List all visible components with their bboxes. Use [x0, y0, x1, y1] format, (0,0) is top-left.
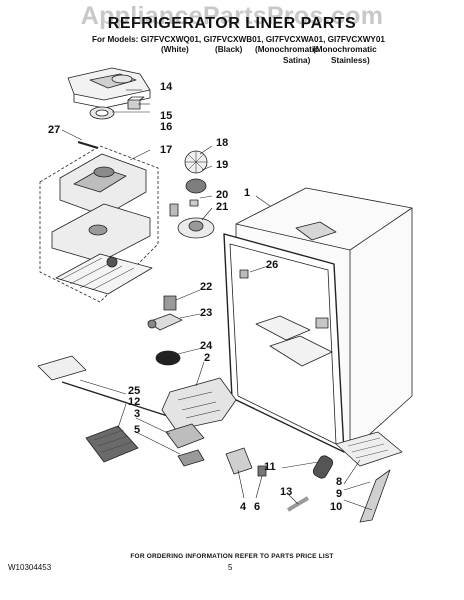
callout-3: 3	[134, 408, 141, 420]
document-number: W10304453	[8, 563, 52, 572]
variant-black: (Black)	[215, 45, 243, 54]
callout-18: 18	[216, 137, 229, 149]
callout-10: 10	[330, 501, 343, 513]
callout-16: 16	[160, 121, 173, 133]
callout-6: 6	[254, 501, 261, 513]
callout-23: 23	[200, 307, 213, 319]
callout-13: 13	[280, 486, 293, 498]
callout-19: 19	[216, 159, 229, 171]
callout-11: 11	[264, 461, 276, 473]
callout-26: 27	[48, 124, 61, 136]
part-1-liner	[223, 187, 413, 453]
part-25-shape	[37, 355, 181, 421]
callout-27: 26	[266, 259, 279, 271]
callout-20: 20	[216, 189, 229, 201]
watermark-text: AppliancePartsPros.com	[80, 2, 384, 30]
part-17-assembly	[39, 145, 159, 303]
callout-9: 9	[336, 488, 343, 500]
parts-8-13-shape	[286, 431, 403, 523]
callout-5: 5	[134, 424, 141, 436]
parts-4-6-shape	[225, 447, 267, 477]
ordering-note: FOR ORDERING INFORMATION REFER TO PARTS …	[130, 553, 334, 560]
models-line: For Models: GI7FVCXWQ01, GI7FVCXWB01, GI…	[92, 35, 385, 44]
leader-lines	[61, 89, 373, 511]
callout-8: 8	[336, 476, 343, 488]
part-26-shape	[77, 141, 99, 149]
callout-2: 2	[204, 352, 211, 364]
callout-12: 12	[128, 396, 141, 408]
callout-21: 21	[216, 201, 229, 213]
part-15-16-shape	[89, 96, 145, 120]
callout-14: 14	[160, 81, 173, 93]
page-title: REFRIGERATOR LINER PARTS	[107, 15, 357, 32]
variant-satina-line1: (Monochromatic	[255, 45, 319, 54]
variant-satina-line2: Satina)	[283, 56, 311, 65]
callout-17: 17	[160, 144, 173, 156]
part-14-shape	[67, 67, 151, 109]
parts-3-5-shape	[165, 423, 205, 467]
part-2-shape	[161, 377, 237, 431]
variant-stainless-line1: (Monochromatic	[313, 45, 377, 54]
variant-white: (White)	[161, 45, 189, 54]
variant-stainless-line2: Stainless)	[331, 56, 370, 65]
callout-25: 25	[128, 385, 141, 397]
callout-15: 15	[160, 110, 173, 122]
callout-24: 24	[200, 340, 213, 352]
page-number: 5	[228, 563, 233, 572]
callout-22: 22	[200, 281, 213, 293]
part-12-shape	[85, 425, 139, 463]
parts-22-24-shape	[147, 295, 183, 366]
fan-motor-group	[169, 150, 215, 239]
callout-1: 1	[244, 187, 251, 199]
callout-4: 4	[240, 501, 247, 513]
